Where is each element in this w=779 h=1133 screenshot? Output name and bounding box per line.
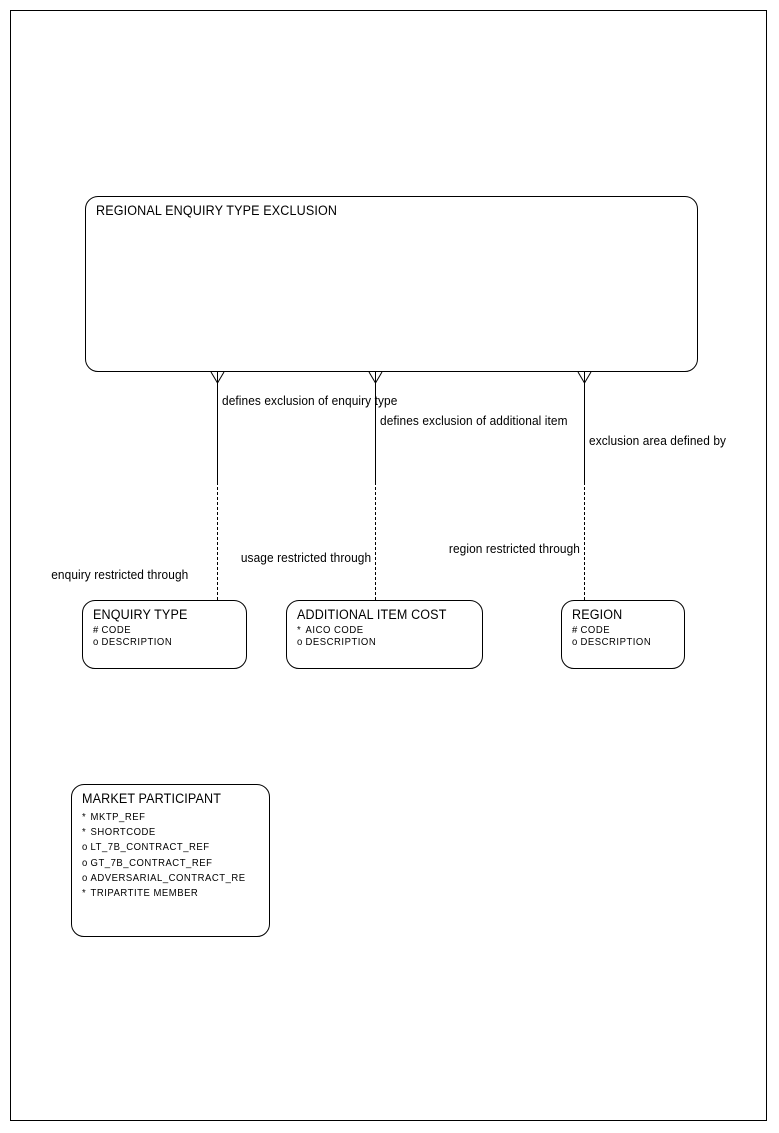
attribute-marker: * <box>82 827 87 839</box>
connector-region-dashed <box>584 482 585 600</box>
attribute-row: *SHORTCODE <box>82 825 246 840</box>
entity-title: ENQUIRY TYPE <box>93 607 188 622</box>
attribute-marker: o <box>93 636 99 648</box>
entity-title: REGION <box>572 607 623 622</box>
attribute-name: SHORTCODE <box>90 827 156 839</box>
relationship-label-usage-restricted-through: usage restricted through <box>240 551 371 565</box>
attribute-name: CODE <box>580 625 611 636</box>
entity-market-participant[interactable]: MARKET PARTICIPANT *MKTP_REF *SHORTCODE … <box>71 784 270 937</box>
connector-additional-item-solid <box>375 376 376 482</box>
entity-title: ADDITIONAL ITEM COST <box>297 607 447 622</box>
attribute-marker: # <box>572 625 578 636</box>
attribute-marker: * <box>297 625 302 636</box>
attribute-name: DESCRIPTION <box>580 636 652 648</box>
attribute-name: ADVERSARIAL_CONTRACT_RE <box>90 872 246 884</box>
attribute-row: #CODE <box>93 625 172 637</box>
relationship-label-region-restricted-through: region restricted through <box>448 542 580 556</box>
connector-region-solid <box>584 376 585 482</box>
relationship-label-enquiry-restricted-through: enquiry restricted through <box>50 568 188 582</box>
relationship-label-exclusion-area-defined-by: exclusion area defined by <box>589 434 727 448</box>
attribute-marker: o <box>297 636 303 648</box>
attribute-marker: * <box>82 812 87 823</box>
attribute-name: MKTP_REF <box>90 812 146 823</box>
attribute-row: *AICO CODE <box>297 625 376 637</box>
connector-enquiry-dashed <box>217 482 218 600</box>
attribute-name: LT_7B_CONTRACT_REF <box>90 842 210 854</box>
attribute-row: *TRIPARTITE MEMBER <box>82 886 246 901</box>
attribute-name: CODE <box>101 625 132 636</box>
attribute-name: TRIPARTITE MEMBER <box>90 888 199 900</box>
page-border <box>10 10 767 1121</box>
attribute-marker: o <box>82 857 88 869</box>
attribute-marker: * <box>82 888 87 900</box>
attribute-row: #CODE <box>572 625 651 637</box>
attribute-name: DESCRIPTION <box>101 636 173 648</box>
entity-regional-enquiry-type-exclusion[interactable]: REGIONAL ENQUIRY TYPE EXCLUSION <box>85 196 698 372</box>
attribute-name: AICO CODE <box>305 625 364 636</box>
connector-enquiry-solid <box>217 376 218 482</box>
attribute-marker: o <box>572 636 578 648</box>
entity-title: REGIONAL ENQUIRY TYPE EXCLUSION <box>96 203 338 218</box>
attribute-name: DESCRIPTION <box>305 636 377 648</box>
attribute-marker: o <box>82 872 88 884</box>
attribute-marker: # <box>93 625 99 636</box>
relationship-label-defines-exclusion-of-additional-item: defines exclusion of additional item <box>380 414 568 428</box>
attribute-marker: o <box>82 842 88 854</box>
connector-additional-item-dashed <box>375 482 376 600</box>
attribute-name: GT_7B_CONTRACT_REF <box>90 857 213 869</box>
entity-title: MARKET PARTICIPANT <box>82 791 222 806</box>
relationship-label-defines-exclusion-of-enquiry-type: defines exclusion of enquiry type <box>222 394 398 408</box>
attribute-row: *MKTP_REF <box>82 810 246 825</box>
